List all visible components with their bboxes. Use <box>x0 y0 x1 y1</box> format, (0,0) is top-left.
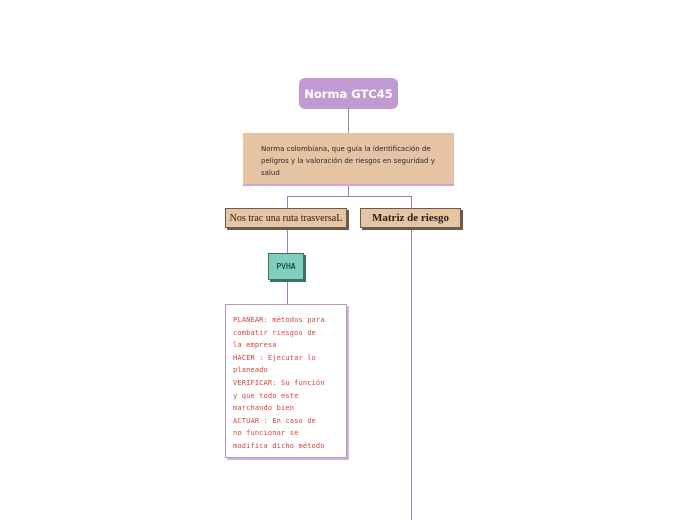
central-topic-label: Norma GTC45 <box>304 86 393 101</box>
pvha-label: PVHA <box>276 262 296 271</box>
description-line: peligros y la valoración de riesgos en s… <box>261 157 435 165</box>
description-line: Norma colombiana, que guía la identifica… <box>261 145 431 153</box>
connector-matriz-trunk <box>411 196 412 520</box>
topic-matriz-de-riesgo[interactable]: Matriz de riesgo <box>360 208 461 228</box>
note-line: marchando bien <box>233 404 295 413</box>
connector-pvha-to-note <box>287 280 288 304</box>
connector-root-to-description <box>348 109 349 133</box>
description-node[interactable]: Norma colombiana, que guía la identifica… <box>243 133 454 186</box>
note-line: combatir riesgos de <box>233 328 316 337</box>
connector-branch-horizontal <box>287 196 411 197</box>
note-line: VERIFICAR: Su función <box>233 378 325 387</box>
topic-ruta-trasversal[interactable]: Nos trac una ruta trasversaL <box>225 208 347 228</box>
connector-description-down <box>348 186 349 197</box>
note-line: la empresa <box>233 341 277 350</box>
note-line: y que todo este <box>233 391 299 400</box>
note-line: modifica dicho método <box>233 441 325 450</box>
description-line: salud <box>261 169 280 177</box>
note-line: PLANEAR: métodos para <box>233 316 325 324</box>
pvha-note[interactable]: PLANEAR: métodos para combatir riesgos d… <box>225 304 347 458</box>
note-line: no funcionar se <box>233 429 299 438</box>
note-line: ACTUAR : En caso de <box>233 416 316 425</box>
connector-to-ruta <box>287 196 288 208</box>
pvha-node[interactable]: PVHA <box>268 253 304 280</box>
central-topic[interactable]: Norma GTC45 <box>299 78 398 109</box>
note-line: planeado <box>233 366 268 375</box>
note-line: HACER : Ejecutar lo <box>233 353 316 362</box>
connector-ruta-to-pvha <box>287 228 288 253</box>
